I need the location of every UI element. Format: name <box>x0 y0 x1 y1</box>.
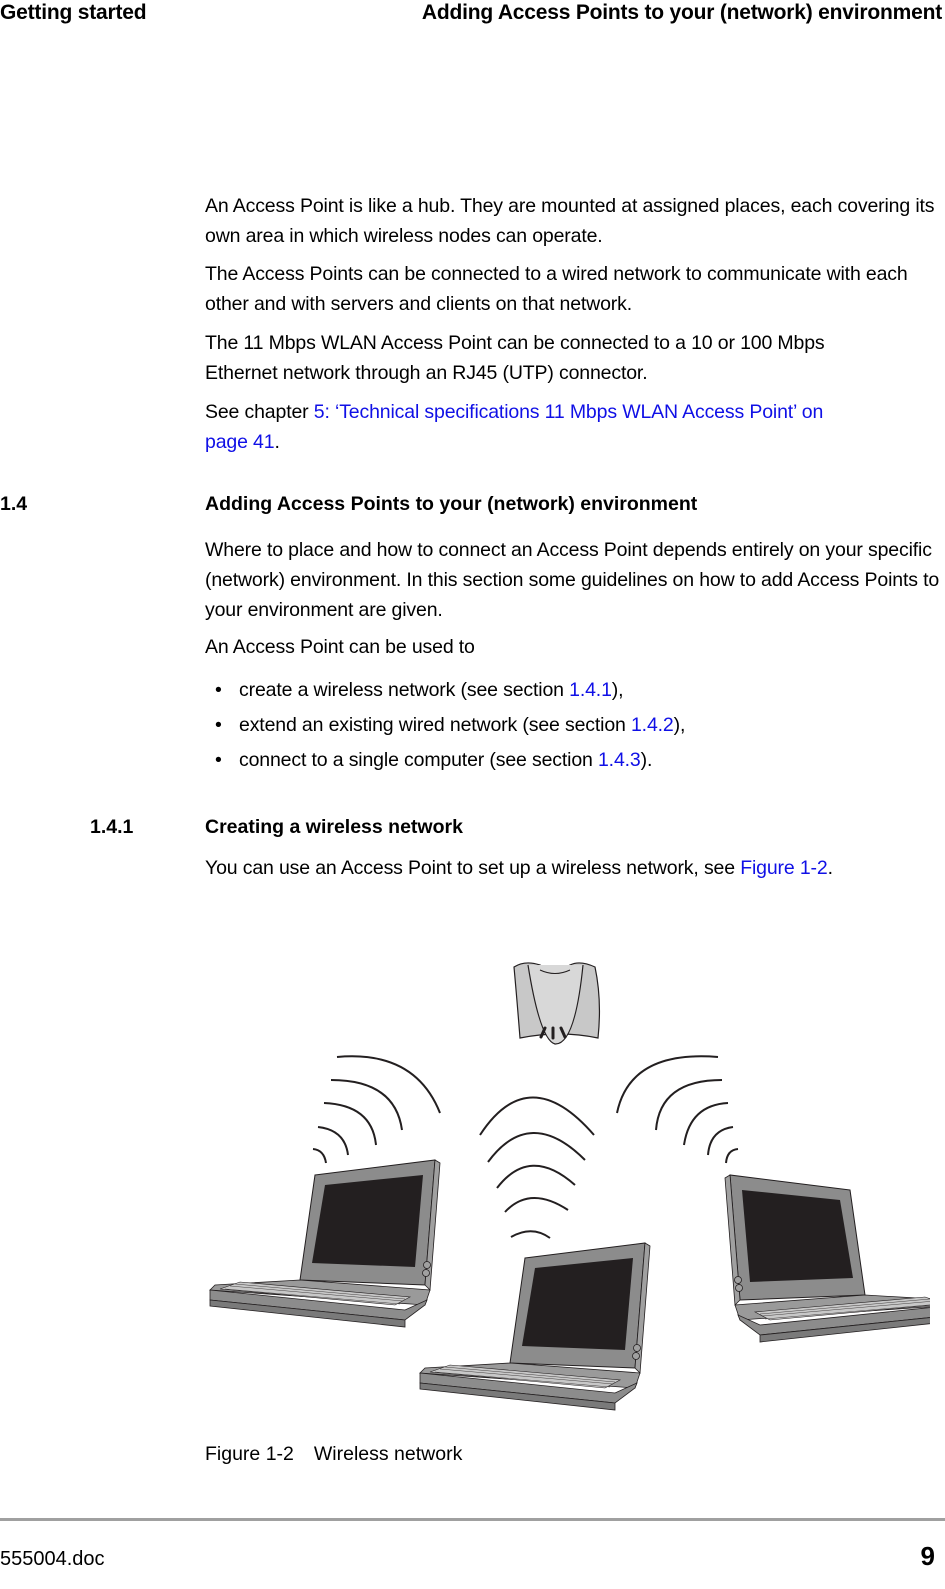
punctuation: . <box>274 431 280 453</box>
wireless-network-figure <box>205 955 945 1420</box>
intro-paragraph-4: See chapter 5: ‘Technical specifications… <box>205 397 855 457</box>
section-title-1-4: Adding Access Points to your (network) e… <box>205 493 698 515</box>
intro-paragraph-3: The 11 Mbps WLAN Access Point can be con… <box>205 332 825 384</box>
section-number-1-4-1: 1.4.1 <box>90 816 134 838</box>
section-1-4-1-link[interactable]: 1.4.1 <box>569 679 612 701</box>
figure-label: Figure 1-2 <box>205 1443 294 1465</box>
bullet-icon: • <box>215 714 222 736</box>
section-title-1-4-1: Creating a wireless network <box>205 816 463 838</box>
section-number-1-4: 1.4 <box>0 493 28 515</box>
laptop-center-icon <box>419 1242 651 1411</box>
footer-divider <box>0 1518 945 1521</box>
bullet-icon: • <box>215 749 222 771</box>
footer-doc-name: 555004.doc <box>0 1548 105 1570</box>
signal-waves-right-icon <box>616 1055 739 1164</box>
page-number: 9 <box>920 1541 935 1571</box>
section-1-4-1-paragraph: You can use an Access Point to set up a … <box>205 857 833 879</box>
section-1-4-3-link[interactable]: 1.4.3 <box>597 749 641 771</box>
signal-waves-left-icon <box>312 1055 441 1164</box>
bullet-item-1: •create a wireless network (see section … <box>215 675 624 705</box>
signal-waves-center-icon <box>479 1096 595 1239</box>
figure-1-2-link[interactable]: Figure 1-2 <box>740 857 828 879</box>
intro-paragraph-2: The Access Points can be connected to a … <box>205 263 908 315</box>
section-1-4-paragraph-1: Where to place and how to connect an Acc… <box>205 539 940 621</box>
section-1-4-2-link[interactable]: 1.4.2 <box>630 714 674 736</box>
bullet-icon: • <box>215 679 222 701</box>
bullet-item-3: •connect to a single computer (see secti… <box>215 745 652 775</box>
intro-paragraph-1: An Access Point is like a hub. They are … <box>205 195 935 247</box>
laptop-left-icon <box>209 1159 441 1328</box>
figure-caption-text: Wireless network <box>313 1443 463 1465</box>
running-header-section: Adding Access Points to your (network) e… <box>421 1 942 24</box>
running-header-chapter: Getting started <box>0 1 147 24</box>
bullet-item-2: •extend an existing wired network (see s… <box>215 710 685 740</box>
section-1-4-paragraph-2: An Access Point can be used to <box>205 636 475 658</box>
figure-caption: Figure 1-2 Wireless network <box>205 1441 462 1467</box>
chapter-5-link[interactable]: 5: ‘Technical specifications 11 Mbps WLA… <box>205 401 824 453</box>
see-chapter-text: See chapter <box>205 401 314 423</box>
laptop-right-icon <box>724 1174 945 1343</box>
access-point-icon <box>513 962 601 1045</box>
